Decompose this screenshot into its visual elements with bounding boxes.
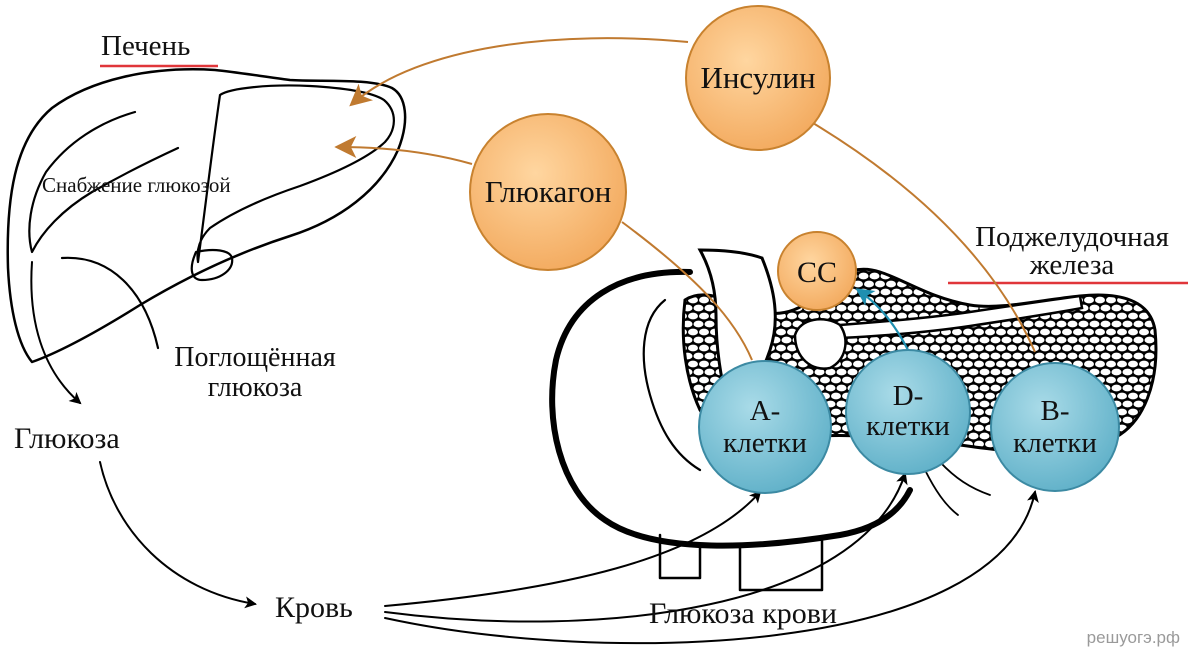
b-cells-circle — [990, 362, 1120, 492]
duodenum-inner — [642, 298, 702, 472]
d-cells-node: D- клетки — [845, 349, 971, 475]
d-cells-to-ss-arrow — [855, 288, 909, 351]
insulin-circle — [685, 5, 831, 151]
absorbed-glucose-label-2: глюкоза — [208, 372, 303, 403]
a-cells-label-2: клетки — [723, 427, 807, 459]
blood-to-b-cells-arrow — [384, 490, 1039, 645]
a-cells-to-glucagon-line — [621, 221, 753, 361]
duodenum-papilla — [793, 318, 847, 370]
pancreas-label-1: Поджелудочная — [975, 221, 1169, 253]
absorbed-glucose-label-1: Поглощённая — [174, 342, 336, 373]
pancreatic-duct — [838, 294, 1084, 340]
glucagon-node: Глюкагон — [469, 113, 627, 271]
liver-duct — [60, 256, 160, 350]
insulin-label: Инсулин — [700, 60, 815, 95]
blood-label: Кровь — [275, 591, 353, 624]
blood-to-a-cells-arrow — [384, 490, 762, 607]
b-cells-node: В- клетки — [990, 362, 1120, 492]
glucagon-circle — [469, 113, 627, 271]
vessel-right — [738, 538, 824, 592]
glucose-to-blood-arrow — [99, 461, 257, 609]
somatostatin-node: СС — [777, 231, 857, 311]
liver-to-glucose-arrow — [30, 261, 82, 405]
liver-illustration — [6, 68, 407, 364]
glucose-supply-label: Снабжение глюкозой — [42, 173, 231, 197]
vessel-left — [658, 533, 702, 580]
insulin-node: Инсулин — [685, 5, 831, 151]
somatostatin-label: СС — [797, 256, 837, 289]
liver-title: Печень — [101, 30, 190, 62]
a-cells-node: А- клетки — [698, 360, 832, 494]
somatostatin-circle — [777, 231, 857, 311]
b-cells-label-2: клетки — [1013, 427, 1097, 459]
d-cells-label-2: клетки — [866, 410, 950, 442]
duodenum-loop — [549, 268, 913, 549]
d-cells-label-1: D- — [893, 380, 924, 412]
b-cells-label-1: В- — [1041, 395, 1070, 427]
gall-bladder — [190, 248, 234, 282]
blood-glucose-label: Глюкоза крови — [649, 597, 837, 630]
liver-left-lobe — [28, 110, 180, 254]
b-cells-to-insulin-line — [807, 119, 1036, 353]
glucose-label: Глюкоза — [14, 422, 120, 455]
insulin-to-liver-arrow — [349, 37, 689, 107]
a-cells-label-1: А- — [750, 395, 781, 427]
glucagon-label: Глюкагон — [485, 174, 612, 209]
glucagon-to-liver-arrow — [334, 136, 473, 165]
d-cells-circle — [845, 349, 971, 475]
liver-outline — [6, 68, 407, 364]
hormone-arrows — [334, 37, 1036, 361]
watermark: решуогэ.рф — [1087, 628, 1180, 647]
vessel-branches — [924, 461, 991, 516]
liver-inner-lobe — [196, 84, 395, 264]
pancreas-label-2: железа — [1029, 249, 1115, 281]
a-cells-circle — [698, 360, 832, 494]
